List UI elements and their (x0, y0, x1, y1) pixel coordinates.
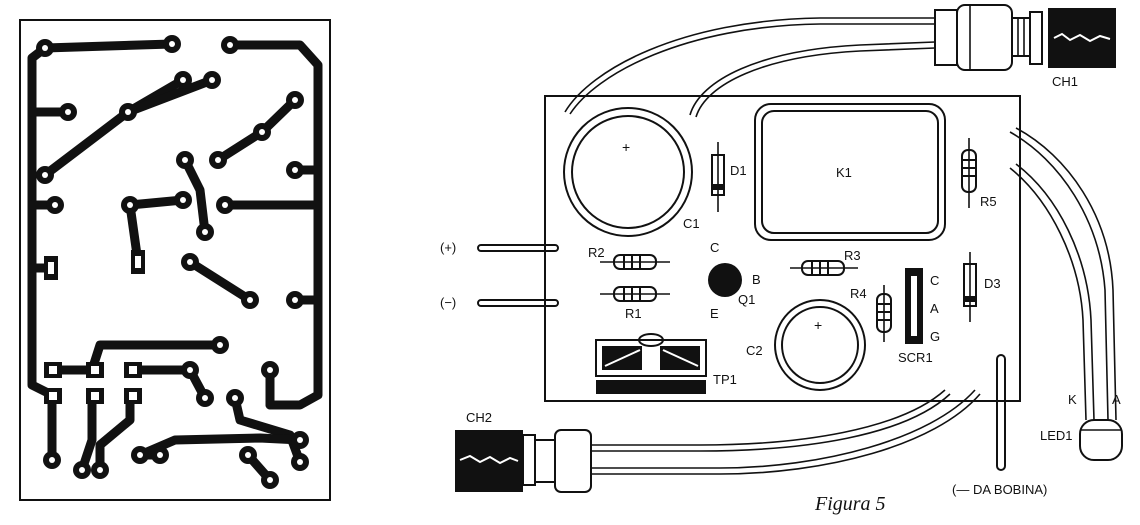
q1-b-label: B (752, 272, 761, 287)
c1-capacitor: + C1 (563, 107, 700, 237)
plus-input-label: (+) (440, 240, 456, 255)
c2-label: C2 (746, 343, 763, 358)
q1-transistor: C B E Q1 (708, 240, 761, 321)
r1-resistor: R1 (600, 286, 670, 321)
q1-c-label: C (710, 240, 719, 255)
scr1-label: SCR1 (898, 350, 933, 365)
led-a-label: A (1112, 392, 1121, 407)
c1-label: C1 (683, 216, 700, 231)
r3-label: R3 (844, 248, 861, 263)
r4-resistor: R4 (850, 285, 892, 342)
led-k-label: K (1068, 392, 1077, 407)
bobina-lead: (— DA BOBINA) (952, 354, 1047, 497)
d1-diode: D1 (711, 142, 747, 212)
scr-c-label: C (930, 273, 939, 288)
tp1-trimpot: TP1 (595, 333, 737, 394)
d3-diode: D3 (963, 252, 1001, 322)
k1-relay: K1 (754, 103, 946, 241)
led1-label: LED1 (1040, 428, 1073, 443)
scr-a-label: A (930, 301, 939, 316)
c1-plus-label: + (622, 139, 630, 155)
led1: K A LED1 (1009, 127, 1123, 461)
pcb-board-outline (19, 19, 331, 501)
r5-resistor: R5 (961, 138, 997, 209)
bobina-label: (— DA BOBINA) (952, 482, 1047, 497)
r2-label: R2 (588, 245, 605, 260)
ch2-label: CH2 (466, 410, 492, 425)
component-layout: CH1 + C1 D1 K1 R5 (440, 4, 1123, 497)
c2-capacitor: + C2 (746, 299, 866, 391)
figure-caption: Figura 5 (814, 493, 886, 515)
ch2-connector: CH2 (455, 389, 981, 493)
component-board-outline (544, 95, 1021, 402)
q1-label: Q1 (738, 292, 755, 307)
ch1-connector: CH1 (564, 4, 1116, 118)
q1-e-label: E (710, 306, 719, 321)
r5-label: R5 (980, 194, 997, 209)
c2-plus-label: + (814, 317, 822, 333)
k1-label: K1 (836, 165, 852, 180)
r4-label: R4 (850, 286, 867, 301)
scr-g-label: G (930, 329, 940, 344)
pcb-trace-layout (19, 19, 331, 501)
d3-label: D3 (984, 276, 1001, 291)
scr1-thyristor: C A G SCR1 (898, 268, 940, 365)
r3-resistor: R3 (790, 248, 861, 276)
minus-input-label: (−) (440, 295, 456, 310)
d1-label: D1 (730, 163, 747, 178)
power-input-leads: (+) (−) (440, 240, 559, 310)
r2-resistor: R2 (588, 245, 670, 270)
tp1-label: TP1 (713, 372, 737, 387)
r1-label: R1 (625, 306, 642, 321)
pcb-pads (36, 35, 309, 489)
ch1-label: CH1 (1052, 74, 1078, 89)
